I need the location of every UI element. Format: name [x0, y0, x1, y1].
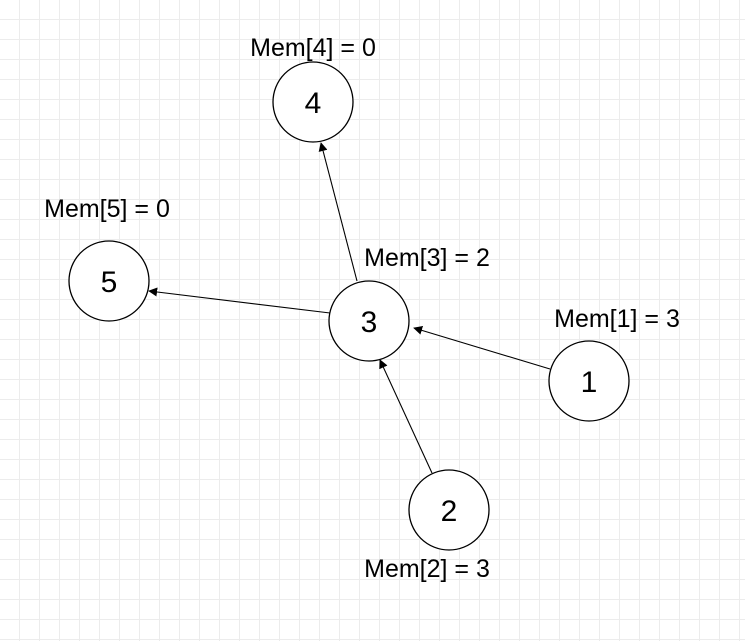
node-4-circle: [272, 61, 354, 143]
node-3[interactable]: 3: [328, 280, 410, 362]
node-1[interactable]: 1: [548, 340, 630, 422]
node-4[interactable]: 4: [272, 61, 354, 143]
node-1-circle: [548, 340, 630, 422]
node-1-mem-label: Mem[1] = 3: [554, 305, 680, 333]
edge-2-to-3: [379, 359, 433, 474]
node-2-label: 2: [441, 495, 458, 528]
node-1-label: 1: [581, 366, 598, 399]
node-4-label: 4: [305, 87, 322, 120]
edge-1-to-3: [413, 326, 551, 370]
node-3-mem-label: Mem[3] = 2: [364, 244, 490, 272]
node-3-label: 3: [361, 306, 378, 339]
node-5-mem-label: Mem[5] = 0: [44, 195, 170, 223]
node-3-circle: [328, 280, 410, 362]
node-5-label: 5: [101, 266, 118, 299]
edge-3-to-5: [148, 287, 331, 314]
node-2-mem-label: Mem[2] = 3: [364, 555, 490, 583]
node-2[interactable]: 2: [408, 469, 490, 551]
node-2-circle: [408, 469, 490, 551]
node-5[interactable]: 5: [68, 240, 150, 322]
edge-3-to-4: [318, 142, 358, 282]
node-4-mem-label: Mem[4] = 0: [250, 34, 376, 62]
node-5-circle: [68, 240, 150, 322]
